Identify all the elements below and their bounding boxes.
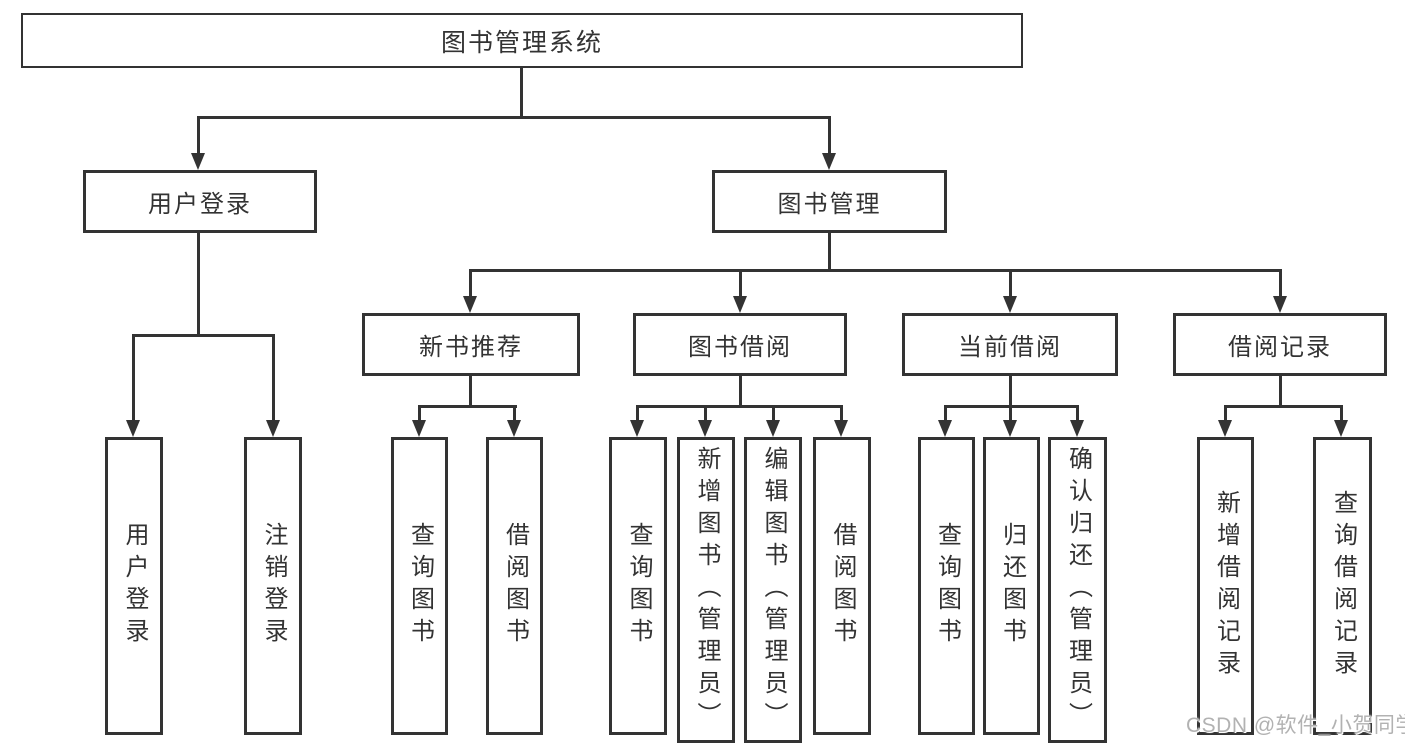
node-new-book-recommend: 新书推荐 bbox=[362, 313, 580, 376]
connector-line bbox=[1009, 405, 1012, 421]
connector-line bbox=[772, 405, 775, 421]
arrow-down-icon bbox=[266, 420, 280, 437]
connector-line bbox=[469, 269, 1282, 272]
arrow-down-icon bbox=[1218, 420, 1232, 437]
connector-line bbox=[1224, 405, 1227, 421]
leaf-borrow-books: 借阅图书 bbox=[813, 437, 871, 735]
node-label: 借阅记录 bbox=[1228, 334, 1332, 361]
connector-line bbox=[513, 405, 516, 421]
leaf-label: 归还图书 bbox=[998, 522, 1026, 650]
connector-line bbox=[828, 233, 831, 271]
arrow-down-icon bbox=[412, 420, 426, 437]
arrow-down-icon bbox=[463, 296, 477, 313]
leaf-edit-books-admin: 编辑图书（管理员） bbox=[744, 437, 802, 743]
arrow-down-icon bbox=[1070, 420, 1084, 437]
node-book-borrow: 图书借阅 bbox=[633, 313, 847, 376]
connector-line bbox=[1279, 269, 1282, 297]
arrow-down-icon bbox=[1003, 296, 1017, 313]
leaf-query-borrow-record: 查询借阅记录 bbox=[1313, 437, 1372, 735]
leaf-query-books-borrow: 查询图书 bbox=[609, 437, 667, 735]
node-label: 新书推荐 bbox=[419, 334, 523, 361]
arrow-down-icon bbox=[126, 420, 140, 437]
leaf-label: 查询借阅记录 bbox=[1329, 490, 1357, 682]
node-borrow-records: 借阅记录 bbox=[1173, 313, 1387, 376]
leaf-label: 借阅图书 bbox=[829, 522, 856, 650]
arrow-down-icon bbox=[191, 153, 205, 170]
arrow-down-icon bbox=[1334, 420, 1348, 437]
csdn-watermark: CSDN @软件_小贺同学 bbox=[1186, 714, 1405, 737]
connector-line bbox=[636, 405, 639, 421]
connector-line bbox=[1340, 405, 1343, 421]
node-user-login: 用户登录 bbox=[83, 170, 317, 233]
arrow-down-icon bbox=[630, 420, 644, 437]
leaf-query-books-current: 查询图书 bbox=[918, 437, 975, 735]
node-label: 图书借阅 bbox=[688, 334, 792, 361]
arrow-down-icon bbox=[822, 153, 836, 170]
connector-line bbox=[1279, 376, 1282, 407]
leaf-add-borrow-record: 新增借阅记录 bbox=[1197, 437, 1254, 735]
leaf-return-books: 归还图书 bbox=[983, 437, 1040, 735]
leaf-label: 编辑图书（管理员） bbox=[760, 446, 787, 734]
arrow-down-icon bbox=[507, 420, 521, 437]
leaf-logout: 注销登录 bbox=[244, 437, 302, 735]
connector-line bbox=[132, 334, 135, 420]
connector-line bbox=[197, 116, 200, 154]
node-current-borrow: 当前借阅 bbox=[902, 313, 1118, 376]
leaf-label: 查询图书 bbox=[406, 522, 434, 650]
node-library-management-system: 图书管理系统 bbox=[21, 13, 1023, 68]
connector-line bbox=[1224, 405, 1343, 408]
leaf-label: 注销登录 bbox=[260, 522, 287, 650]
leaf-add-books-admin: 新增图书（管理员） bbox=[677, 437, 735, 743]
connector-line bbox=[739, 269, 742, 297]
node-label: 当前借阅 bbox=[958, 334, 1062, 361]
connector-line bbox=[1009, 376, 1012, 407]
leaf-query-books-recommend: 查询图书 bbox=[391, 437, 448, 735]
arrow-down-icon bbox=[938, 420, 952, 437]
leaf-label: 新增图书（管理员） bbox=[693, 446, 720, 734]
leaf-label: 借阅图书 bbox=[501, 522, 529, 650]
leaf-confirm-return-admin: 确认归还（管理员） bbox=[1048, 437, 1107, 743]
connector-line bbox=[1076, 405, 1079, 421]
connector-line bbox=[469, 376, 472, 407]
arrow-down-icon bbox=[733, 296, 747, 313]
leaf-label: 查询图书 bbox=[933, 522, 961, 650]
arrow-down-icon bbox=[1273, 296, 1287, 313]
connector-line bbox=[272, 334, 275, 420]
node-label: 图书管理 bbox=[777, 191, 882, 218]
connector-line bbox=[418, 405, 421, 421]
connector-line bbox=[840, 405, 843, 421]
node-book-management: 图书管理 bbox=[712, 170, 947, 233]
arrow-down-icon bbox=[766, 420, 780, 437]
leaf-label: 确认归还（管理员） bbox=[1064, 446, 1092, 734]
connector-line bbox=[704, 405, 707, 421]
node-label: 用户登录 bbox=[148, 191, 252, 218]
connector-line bbox=[944, 405, 947, 421]
connector-line bbox=[132, 334, 275, 337]
arrow-down-icon bbox=[1003, 420, 1017, 437]
arrow-down-icon bbox=[834, 420, 848, 437]
connector-line bbox=[197, 116, 831, 119]
connector-line bbox=[520, 68, 523, 118]
arrow-down-icon bbox=[698, 420, 712, 437]
leaf-user-login: 用户登录 bbox=[105, 437, 163, 735]
connector-line bbox=[828, 116, 831, 154]
leaf-borrow-books-recommend: 借阅图书 bbox=[486, 437, 543, 735]
leaf-label: 新增借阅记录 bbox=[1212, 490, 1240, 682]
leaf-label: 用户登录 bbox=[121, 522, 148, 650]
leaf-label: 查询图书 bbox=[625, 522, 652, 650]
node-label: 图书管理系统 bbox=[440, 28, 603, 57]
connector-line bbox=[418, 405, 517, 408]
connector-line bbox=[739, 376, 742, 407]
connector-line bbox=[1009, 269, 1012, 297]
connector-line bbox=[636, 405, 843, 408]
connector-line bbox=[469, 269, 472, 297]
connector-line bbox=[197, 233, 200, 337]
